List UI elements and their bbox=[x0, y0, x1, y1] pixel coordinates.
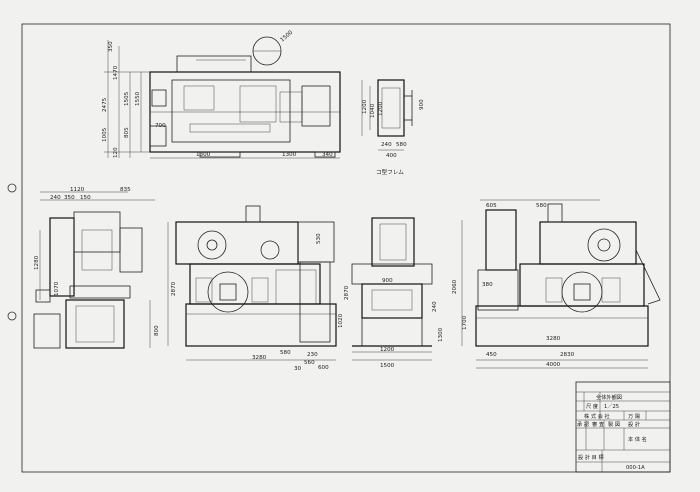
dim-front-2870: 2870 bbox=[171, 281, 177, 296]
dim-left-240: 240 bbox=[50, 195, 61, 201]
dim-side-1200: 1200 bbox=[362, 99, 368, 114]
middle-view: 900 240 1200 1500 2870 1300 bbox=[344, 217, 444, 369]
dim-side-1040: 1040 bbox=[370, 103, 376, 118]
dim-plan-120: 120 bbox=[113, 147, 119, 158]
dim-right-1700: 1700 bbox=[462, 315, 468, 330]
dim-front-530: 530 bbox=[316, 233, 322, 244]
dim-plan-1470: 1470 bbox=[113, 65, 119, 80]
dim-front-3280: 3280 bbox=[252, 355, 267, 361]
dim-middle-240: 240 bbox=[432, 301, 438, 312]
dim-right-2830: 2830 bbox=[560, 352, 575, 358]
dim-middle-900: 900 bbox=[382, 278, 393, 284]
plan-view: 1500 350 1470 2475 1005 1505 1550 805 70… bbox=[102, 30, 341, 159]
drawing-number: 000-1A bbox=[626, 465, 645, 471]
dim-middle-1300: 1300 bbox=[438, 327, 444, 342]
dim-plan-340: 340 bbox=[322, 152, 333, 158]
cell-design: 設 計 bbox=[628, 420, 640, 428]
dim-right-380: 380 bbox=[482, 282, 493, 288]
cell-draw: 製 図 bbox=[608, 420, 620, 428]
title-text: 全体外観図 bbox=[596, 393, 622, 401]
remark-label: 設 計 目 標 bbox=[578, 453, 605, 461]
drawing-border bbox=[21, 23, 671, 473]
dim-plan-1300-b: 1300 bbox=[282, 152, 297, 158]
dim-left-1120: 1120 bbox=[70, 187, 85, 193]
dim-right-605: 605 bbox=[486, 203, 497, 209]
dim-side-240: 240 bbox=[381, 142, 392, 148]
dim-plan-1300-a: 1300 bbox=[196, 152, 211, 158]
dim-front-600: 600 bbox=[318, 365, 329, 371]
dim-right-580: 580 bbox=[536, 203, 547, 209]
dim-middle-1200: 1200 bbox=[380, 347, 395, 353]
left-side-view: 1120 835 240 350 150 1280 1070 800 bbox=[33, 187, 160, 349]
front-view: 2870 1020 530 3280 580 230 560 600 30 bbox=[167, 205, 344, 372]
binder-hole-top bbox=[7, 183, 17, 193]
company-name: 万 陽 bbox=[628, 412, 640, 420]
dim-left-350: 350 bbox=[64, 195, 75, 201]
dim-right-3280: 3280 bbox=[546, 336, 561, 342]
company-prefix: 株 式 会 社 bbox=[584, 412, 610, 420]
dim-front-230: 230 bbox=[307, 352, 318, 358]
dim-plan-805: 805 bbox=[124, 127, 130, 138]
dim-side-1200b: 1200 bbox=[378, 101, 384, 116]
dim-right-2060: 2060 bbox=[452, 279, 458, 294]
dim-side-400: 400 bbox=[386, 153, 397, 159]
dim-front-30: 30 bbox=[294, 366, 302, 372]
dim-middle-1500: 1500 bbox=[380, 363, 395, 369]
dim-plan-700: 700 bbox=[155, 123, 166, 129]
plan-side-view: 1200 1040 900 1200 240 580 400 コ型フレム bbox=[361, 79, 425, 176]
dim-middle-2870: 2870 bbox=[344, 285, 350, 300]
scale-label: 尺 度 bbox=[586, 402, 598, 410]
right-view: 605 580 4000 2830 450 380 3280 2060 1700 bbox=[452, 199, 661, 369]
dim-plan-1005: 1005 bbox=[102, 127, 108, 142]
dim-plan-1505: 1505 bbox=[124, 91, 130, 106]
cell-inspect: 審 査 bbox=[592, 420, 604, 428]
dim-side-580: 580 bbox=[396, 142, 407, 148]
dim-side-900: 900 bbox=[419, 99, 425, 110]
scale-value: 1／25 bbox=[604, 403, 619, 410]
dim-plan-2475: 2475 bbox=[102, 97, 108, 112]
title-block: 全体外観図 尺 度 1／25 株 式 会 社 万 陽 承 認 審 査 製 図 設… bbox=[575, 381, 671, 473]
dim-right-450: 450 bbox=[486, 352, 497, 358]
dim-left-150: 150 bbox=[80, 195, 91, 201]
dim-left-1280: 1280 bbox=[34, 255, 40, 270]
dim-plan-350: 350 bbox=[108, 41, 114, 52]
dim-plan-1550: 1550 bbox=[135, 91, 141, 106]
dim-left-800: 800 bbox=[154, 325, 160, 336]
cell-approve: 承 認 bbox=[577, 420, 590, 428]
material-label: 本 体 名 bbox=[628, 435, 647, 443]
dim-left-835: 835 bbox=[120, 187, 131, 193]
binder-hole-bottom bbox=[7, 311, 17, 321]
frame-caption: コ型フレム bbox=[376, 168, 404, 176]
dim-front-560: 560 bbox=[304, 360, 315, 366]
dim-left-1070: 1070 bbox=[54, 281, 60, 296]
dim-right-4000: 4000 bbox=[546, 362, 561, 368]
dim-front-580: 580 bbox=[280, 350, 291, 356]
dim-front-1020: 1020 bbox=[338, 313, 344, 328]
